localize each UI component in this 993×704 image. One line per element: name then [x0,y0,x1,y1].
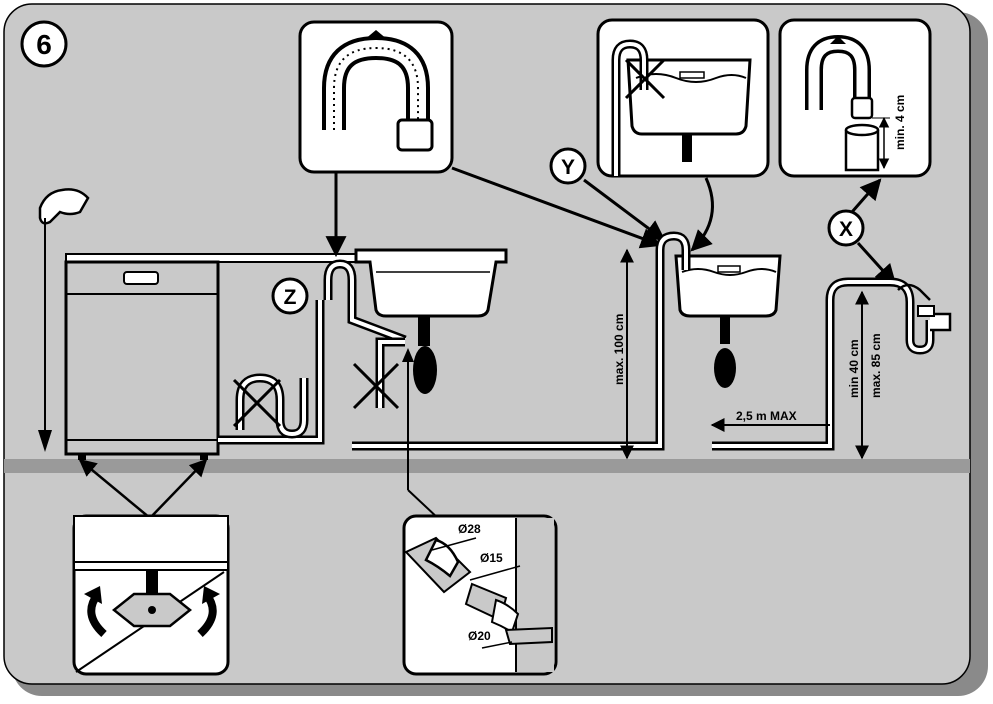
svg-text:Z: Z [284,286,297,309]
svg-text:X: X [839,218,853,241]
diameter-20-label: Ø20 [468,629,491,643]
min-40-label: min 40 cm [847,339,861,398]
wrong-siphon-connection [352,337,405,410]
wall-drain-trap [712,277,952,451]
dishwasher [64,260,220,460]
level-hand-icon [38,188,90,452]
step-badge: 6 [20,20,68,68]
utility-sink [655,231,782,388]
kitchen-sink [354,248,508,394]
wrong-hose-loop [232,373,309,439]
marker-z: Z [271,277,309,315]
marker-x: X [827,209,865,247]
max-100-label: max. 100 cm [612,314,626,385]
max-length-label: 2,5 m MAX [736,409,797,423]
standpipe-detail-box: min. 4 cm [778,18,932,178]
wrong-sink-hook-box [596,18,770,178]
min-4-label: min. 4 cm [893,95,907,150]
svg-text:Y: Y [561,156,575,179]
hose-clip-detail-box [298,20,454,174]
diameter-28-label: Ø28 [458,522,481,536]
floor-band [4,459,970,473]
hose-diameter-detail-box: Ø28 Ø15 Ø20 [402,514,558,676]
leveling-foot-detail-box [72,514,230,676]
max-85-label: max. 85 cm [869,333,883,398]
step-number: 6 [36,29,52,60]
diameter-15-label: Ø15 [480,551,503,565]
marker-y: Y [549,147,587,185]
